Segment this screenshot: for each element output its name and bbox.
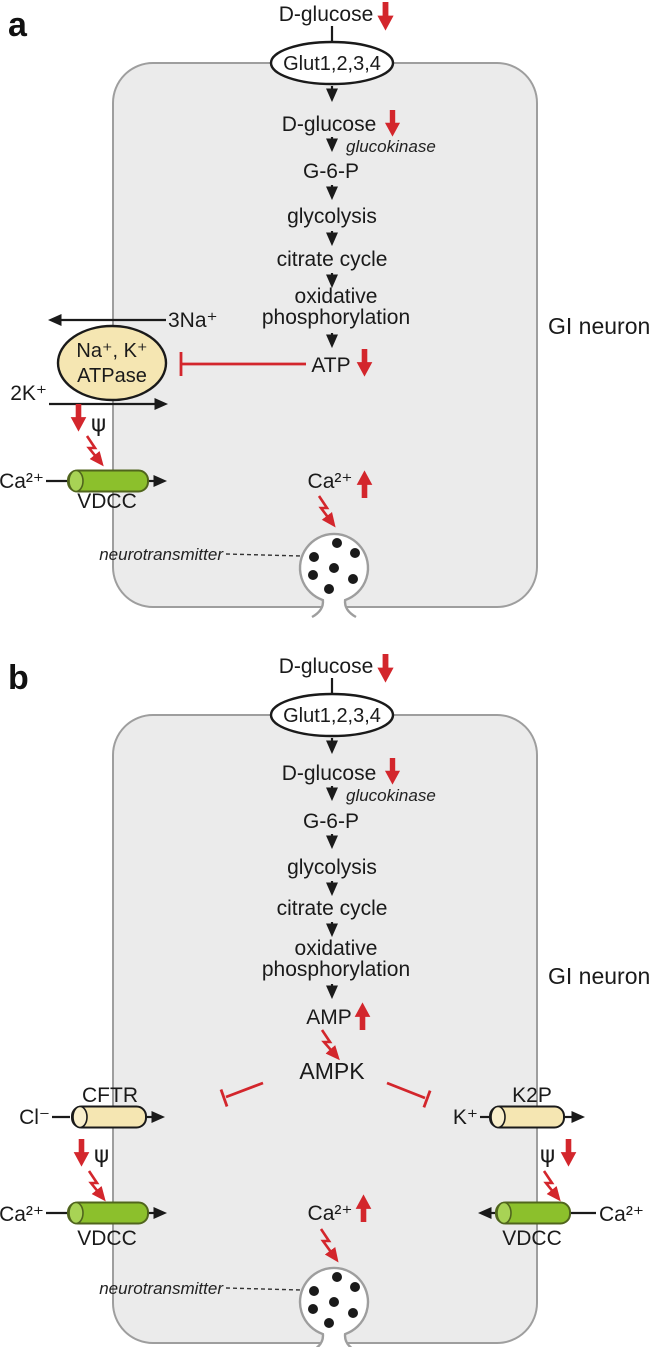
k2p-channel — [489, 1105, 565, 1129]
neurotransmitter-pointer-line — [225, 1287, 302, 1291]
amp-label: AMP — [306, 1006, 352, 1029]
extracellular-glucose-a: D-glucose — [279, 3, 374, 26]
glucokinase-label-a: glucokinase — [346, 137, 436, 156]
extracellular-glucose-b: D-glucose — [279, 655, 374, 678]
potassium-label: K⁺ — [453, 1106, 478, 1129]
inhibition-tbar-icon — [219, 1089, 229, 1107]
na-k-atpase-pump — [56, 324, 168, 402]
calcium-right-label-b: Ca²⁺ — [599, 1203, 644, 1226]
pump-label-line2: ATPase — [77, 365, 147, 387]
glucokinase-label-b: glucokinase — [346, 786, 436, 805]
ampk-inhibition-left — [225, 1081, 264, 1099]
calcium-trigger-zigzag-icon — [319, 1228, 339, 1263]
calcium-trigger-zigzag-icon — [317, 495, 336, 528]
chloride-label: Cl⁻ — [19, 1106, 50, 1129]
oxidative-label-a: oxidative — [295, 285, 378, 308]
inhibition-tbar-icon — [422, 1090, 432, 1108]
g6p-label-a: G-6-P — [303, 160, 359, 183]
depolarization-zigzag-icon — [87, 1170, 106, 1202]
pump-label-line1: Na⁺, K⁺ — [76, 340, 147, 362]
psi-decrease-arrow-icon — [560, 1139, 577, 1167]
atp-label-a: ATP — [311, 354, 350, 377]
calcium-left-label-a: Ca²⁺ — [0, 470, 44, 493]
glycolysis-label-a: glycolysis — [287, 205, 377, 228]
gi-neuron-label-b: GI neuron — [548, 963, 650, 989]
neurotransmitter-pointer-line — [225, 553, 302, 557]
psi-decrease-arrow-icon — [70, 404, 87, 432]
sodium-out-label: 3Na⁺ — [168, 309, 218, 332]
ampk-inhibition-right — [386, 1081, 426, 1100]
ampk-label: AMPK — [299, 1058, 365, 1084]
neurotransmitter-label-b: neurotransmitter — [99, 1279, 224, 1298]
vesicle-contents-a — [308, 538, 360, 594]
glycolysis-label-b: glycolysis — [287, 856, 377, 879]
oxidative-label-b: oxidative — [295, 937, 378, 960]
intracellular-glucose-b: D-glucose — [282, 762, 377, 785]
glut-transporter-b — [269, 692, 395, 738]
vdcc-channel-b-left — [67, 1201, 149, 1225]
cftr-channel — [71, 1105, 147, 1129]
calcium-rise-label-a: Ca²⁺ — [308, 470, 353, 493]
vdcc-left-label: VDCC — [77, 1227, 137, 1250]
panel-a: a GI neuron D-glucose Glut1,2,3,4 D-gluc… — [0, 2, 650, 619]
amp-activation-zigzag-icon — [320, 1029, 340, 1061]
g6p-label-b: G-6-P — [303, 810, 359, 833]
panel-a-label: a — [8, 6, 28, 44]
glut-transporter-a — [269, 40, 395, 86]
glucose-decrease-arrow-icon — [377, 654, 394, 683]
psi-right-label: ψ — [540, 1142, 555, 1168]
vdcc-channel-a — [67, 469, 149, 493]
cftr-label: CFTR — [82, 1084, 138, 1107]
psi-left-label: ψ — [94, 1142, 109, 1168]
panel-b-label: b — [8, 659, 29, 697]
neurotransmitter-label-a: neurotransmitter — [99, 545, 224, 564]
calcium-rise-label-b: Ca²⁺ — [308, 1202, 353, 1225]
glut-transporter-label-b: Glut1,2,3,4 — [283, 705, 381, 727]
psi-decrease-arrow-icon — [73, 1139, 90, 1167]
phosphorylation-label-b: phosphorylation — [262, 958, 410, 981]
depolarization-zigzag-icon — [542, 1170, 561, 1202]
intracellular-glucose-a: D-glucose — [282, 113, 377, 136]
phosphorylation-label-a: phosphorylation — [262, 306, 410, 329]
k2p-label: K2P — [512, 1084, 552, 1107]
vdcc-label-a: VDCC — [77, 490, 137, 513]
vesicle-contents-b — [308, 1272, 360, 1328]
panel-b: b GI neuron D-glucose Glut1,2,3,4 D-gluc… — [0, 654, 650, 1347]
potassium-in-label: 2K⁺ — [10, 382, 47, 405]
citrate-cycle-label-b: citrate cycle — [277, 897, 388, 920]
vdcc-right-label: VDCC — [502, 1227, 562, 1250]
cell-membrane-a — [112, 62, 538, 608]
psi-label-a: ψ — [91, 411, 106, 437]
vdcc-channel-b-right — [495, 1201, 571, 1225]
glucose-decrease-arrow-icon — [377, 2, 394, 31]
depolarization-zigzag-icon — [85, 435, 104, 467]
calcium-left-label-b: Ca²⁺ — [0, 1203, 44, 1226]
citrate-cycle-label-a: citrate cycle — [277, 248, 388, 271]
gi-neuron-label-a: GI neuron — [548, 313, 650, 339]
glut-transporter-label-a: Glut1,2,3,4 — [283, 53, 381, 75]
